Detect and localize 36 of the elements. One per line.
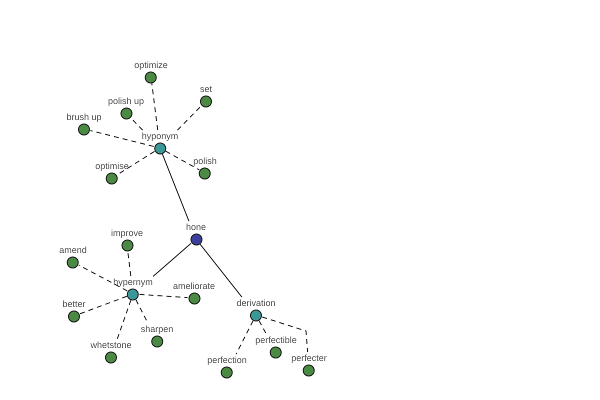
node-label: set: [200, 84, 212, 94]
node-label: hone: [186, 222, 206, 232]
connector-line: [117, 150, 155, 176]
connector-line: [80, 296, 128, 314]
node-label: optimise: [95, 160, 129, 170]
connector-line: [258, 320, 267, 335]
connector-line: [262, 316, 308, 352]
connector-line: [176, 105, 202, 131]
node-label: perfectible: [255, 334, 297, 344]
connector-line: [130, 117, 144, 131]
node-label: better: [62, 298, 86, 308]
node-label: perfecter: [291, 352, 327, 362]
connector-line: [165, 150, 200, 170]
node-label: polish: [193, 156, 217, 166]
node-label: hypernym: [113, 276, 153, 286]
connector-line: [138, 294, 188, 298]
connector-line: [162, 154, 190, 222]
node-label: hyponym: [142, 130, 178, 140]
node-label: improve: [111, 228, 143, 238]
node-label: ameliorate: [172, 280, 216, 290]
node-label: amend: [59, 244, 87, 254]
node-label: brush up: [66, 112, 102, 122]
node-label: derivation: [236, 298, 276, 308]
node-label: perfection: [207, 354, 247, 364]
connector-line: [200, 244, 242, 298]
node-label: whetstone: [90, 340, 132, 350]
connector-line: [236, 320, 254, 355]
connector-line: [127, 250, 132, 276]
connector-line: [151, 82, 158, 130]
connector-line: [78, 264, 128, 292]
connector-line: [152, 242, 192, 277]
connector-line: [90, 130, 154, 147]
node-label: polish up: [108, 96, 144, 106]
node-label: optimize: [134, 60, 168, 70]
connector-line: [116, 300, 132, 340]
node-label: sharpen: [140, 324, 174, 334]
